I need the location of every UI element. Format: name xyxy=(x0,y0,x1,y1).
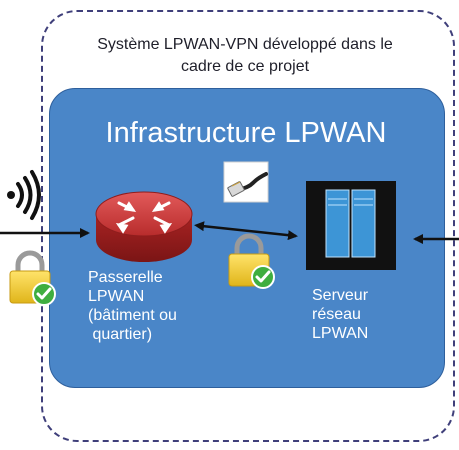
router-icon xyxy=(95,191,193,262)
server-label-line-2: réseau xyxy=(312,306,361,323)
lpwan-vpn-system-boundary xyxy=(41,10,455,442)
ethernet-cable-icon xyxy=(223,161,269,203)
wireless-signal-icon xyxy=(7,170,41,220)
system-title: Système LPWAN-VPN développé dans le cadr… xyxy=(45,34,445,78)
gateway-label-line-4: quartier) xyxy=(88,326,153,343)
gateway-label-line-3: (bâtiment ou xyxy=(88,307,177,324)
server-label-line-1: Serveur xyxy=(312,287,369,304)
gateway-label-line-1: Passerelle xyxy=(88,269,163,286)
server-label-line-3: LPWAN xyxy=(312,325,369,342)
padlock-check-icon xyxy=(228,233,275,289)
gateway-label: Passerelle LPWAN (bâtiment ou quartier) xyxy=(88,268,177,344)
system-title-line-2: cadre de ce projet xyxy=(180,58,310,75)
gateway-server-link-arrow xyxy=(194,221,298,241)
server-label: Serveur réseau LPWAN xyxy=(312,286,368,343)
padlock-check-icon xyxy=(9,250,56,306)
system-title-line-1: Système LPWAN-VPN développé dans le xyxy=(97,36,393,53)
gateway-label-line-2: LPWAN xyxy=(88,288,145,305)
server-icon xyxy=(306,181,396,270)
infrastructure-title: Infrastructure LPWAN xyxy=(105,117,387,149)
